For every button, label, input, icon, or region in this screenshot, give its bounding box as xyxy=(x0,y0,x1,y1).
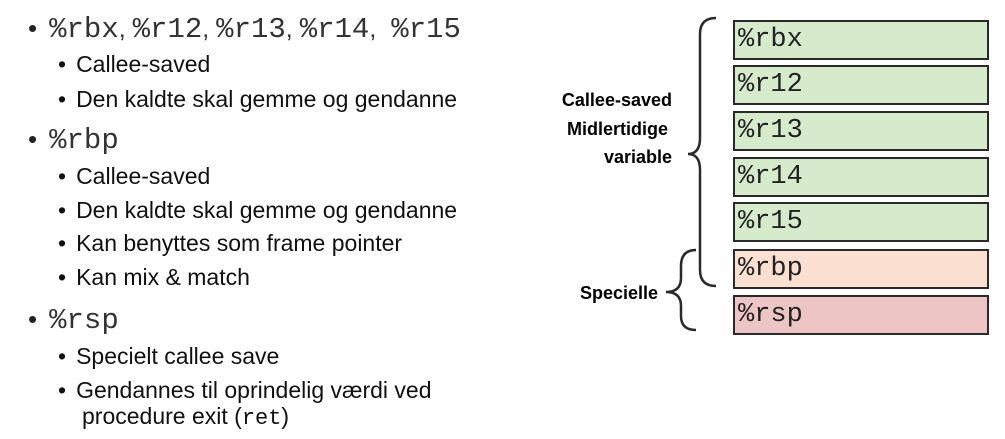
sub-bullet-text: Callee-saved xyxy=(76,163,211,189)
label-midlertidige: Midlertidige xyxy=(566,119,668,139)
sub-bullet-text: Specielt callee save xyxy=(76,343,280,369)
ret-code: ret xyxy=(241,406,282,431)
reg-r13-text: %r13 xyxy=(216,13,286,46)
bullet-dot: • xyxy=(58,377,67,403)
bullet-dot: • xyxy=(58,264,67,290)
label-variable: variable xyxy=(603,147,672,167)
register-box-rbx: %rbx xyxy=(733,20,989,60)
reg-r15-text: %r15 xyxy=(391,13,461,46)
sub-bullet: • Callee-saved xyxy=(58,51,210,77)
bullet-dot: • xyxy=(58,197,67,223)
sub-bullet: • Gendannes til oprindelig værdi ved xyxy=(58,377,432,403)
reg-rbp-text: %rbp xyxy=(49,124,119,157)
reg-rbx-text: %rbx xyxy=(49,13,119,46)
reg-r12-text: %r12 xyxy=(132,13,203,46)
label-specielle: Specielle xyxy=(579,283,658,303)
register-box-r14: %r14 xyxy=(733,157,989,197)
register-box-r15: %r15 xyxy=(733,202,989,242)
bullet-rsp: • %rsp xyxy=(28,303,119,337)
reg-r14-text: %r14 xyxy=(299,13,370,46)
bullet-rbp: • %rbp xyxy=(28,123,119,157)
sub-bullet-text: Den kaldte skal gemme og gendanne xyxy=(76,86,458,112)
bullet-dot: • xyxy=(28,13,38,43)
register-box-rbp: %rbp xyxy=(733,249,989,289)
sub-bullet: • Specielt callee save xyxy=(58,343,279,369)
bullet-dot: • xyxy=(28,304,38,334)
sub-bullet: • Callee-saved xyxy=(58,163,210,189)
sub-bullet: • Kan benyttes som frame pointer xyxy=(58,230,402,256)
brace-specielle xyxy=(665,248,697,332)
register-box-r12: %r12 xyxy=(733,65,989,105)
reg-rsp-text: %rsp xyxy=(49,304,119,337)
sub-bullet-text: Gendannes til oprindelig værdi ved xyxy=(76,377,432,403)
sub-bullet: • Kan mix & match xyxy=(58,264,250,290)
sub-bullet: • Den kaldte skal gemme og gendanne xyxy=(58,86,457,112)
sub-bullet-text: Den kaldte skal gemme og gendanne xyxy=(76,197,458,223)
label-callee-saved: Callee-saved xyxy=(561,90,672,110)
sub-bullet-text: Callee-saved xyxy=(76,51,211,77)
bullet-dot: • xyxy=(28,124,38,154)
bullet-dot: • xyxy=(58,343,67,369)
bullet-dot: • xyxy=(58,163,67,189)
sub-bullet: • Den kaldte skal gemme og gendanne xyxy=(58,197,457,223)
sub-bullet-text: Kan benyttes som frame pointer xyxy=(76,230,403,256)
bullet-dot: • xyxy=(58,230,67,256)
bullet-dot: • xyxy=(58,86,67,112)
bullet-dot: • xyxy=(58,51,67,77)
sub-bullet-text: procedure exit ( xyxy=(82,403,242,429)
sub-bullet-continuation: procedure exit (ret) xyxy=(82,403,289,432)
brace-callee-saved xyxy=(687,16,717,288)
register-box-r13: %r13 xyxy=(733,111,989,151)
sub-bullet-text: Kan mix & match xyxy=(76,264,250,290)
register-box-rsp: %rsp xyxy=(733,295,989,335)
paren-text: ) xyxy=(281,403,290,429)
bullet-callee-saved-regs: •%rbx, %r12, %r13, %r14, %r15 xyxy=(28,13,461,46)
